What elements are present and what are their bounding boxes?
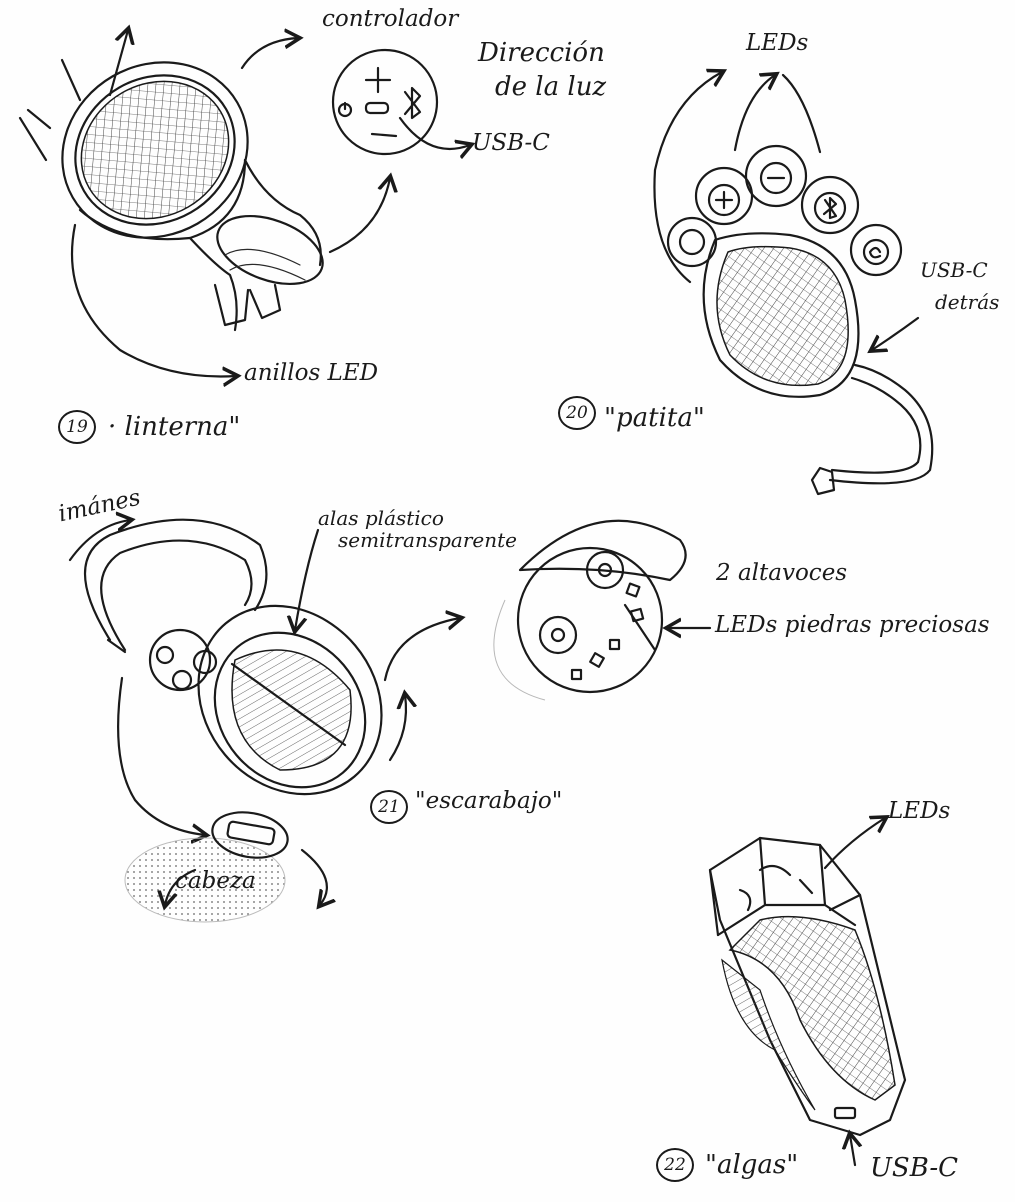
- leds-label: LEDs: [888, 800, 950, 823]
- sketch-number-22: 22: [656, 1148, 694, 1182]
- controller-label: controlador: [322, 8, 458, 31]
- wings-label-line2: semitransparente: [338, 530, 517, 550]
- led-rings-label: anillos LED: [244, 362, 378, 385]
- led-gems-label: LEDs piedras preciosas: [715, 614, 990, 637]
- speakers-label: 2 altavoces: [716, 562, 847, 585]
- head-label: cabeza: [175, 870, 256, 893]
- sketch-title-patita: "patita": [604, 405, 705, 431]
- escarabajo-sketch: [70, 520, 710, 922]
- algas-sketch: [710, 818, 905, 1165]
- usb-c-back-label: detrás: [935, 292, 999, 312]
- light-direction-label: Dirección: [478, 40, 605, 66]
- light-direction-label-line2: de la luz: [495, 74, 606, 100]
- sketch-number-20: 20: [558, 396, 596, 430]
- sketch-title-escarabajo: "escarabajo": [415, 790, 562, 813]
- usb-c-label: USB-C: [870, 1155, 958, 1181]
- wings-label: alas plástico: [318, 508, 444, 528]
- sketch-number-19: 19: [58, 410, 96, 444]
- usb-c-label: USB-C: [920, 260, 988, 280]
- linterna-sketch: [20, 29, 470, 377]
- sketch-number-21: 21: [370, 790, 408, 824]
- sketch-title-algas: "algas": [705, 1152, 798, 1178]
- usb-c-label: USB-C: [472, 132, 550, 155]
- leds-label: LEDs: [746, 32, 808, 55]
- sketch-title-linterna: · linterna": [108, 414, 240, 440]
